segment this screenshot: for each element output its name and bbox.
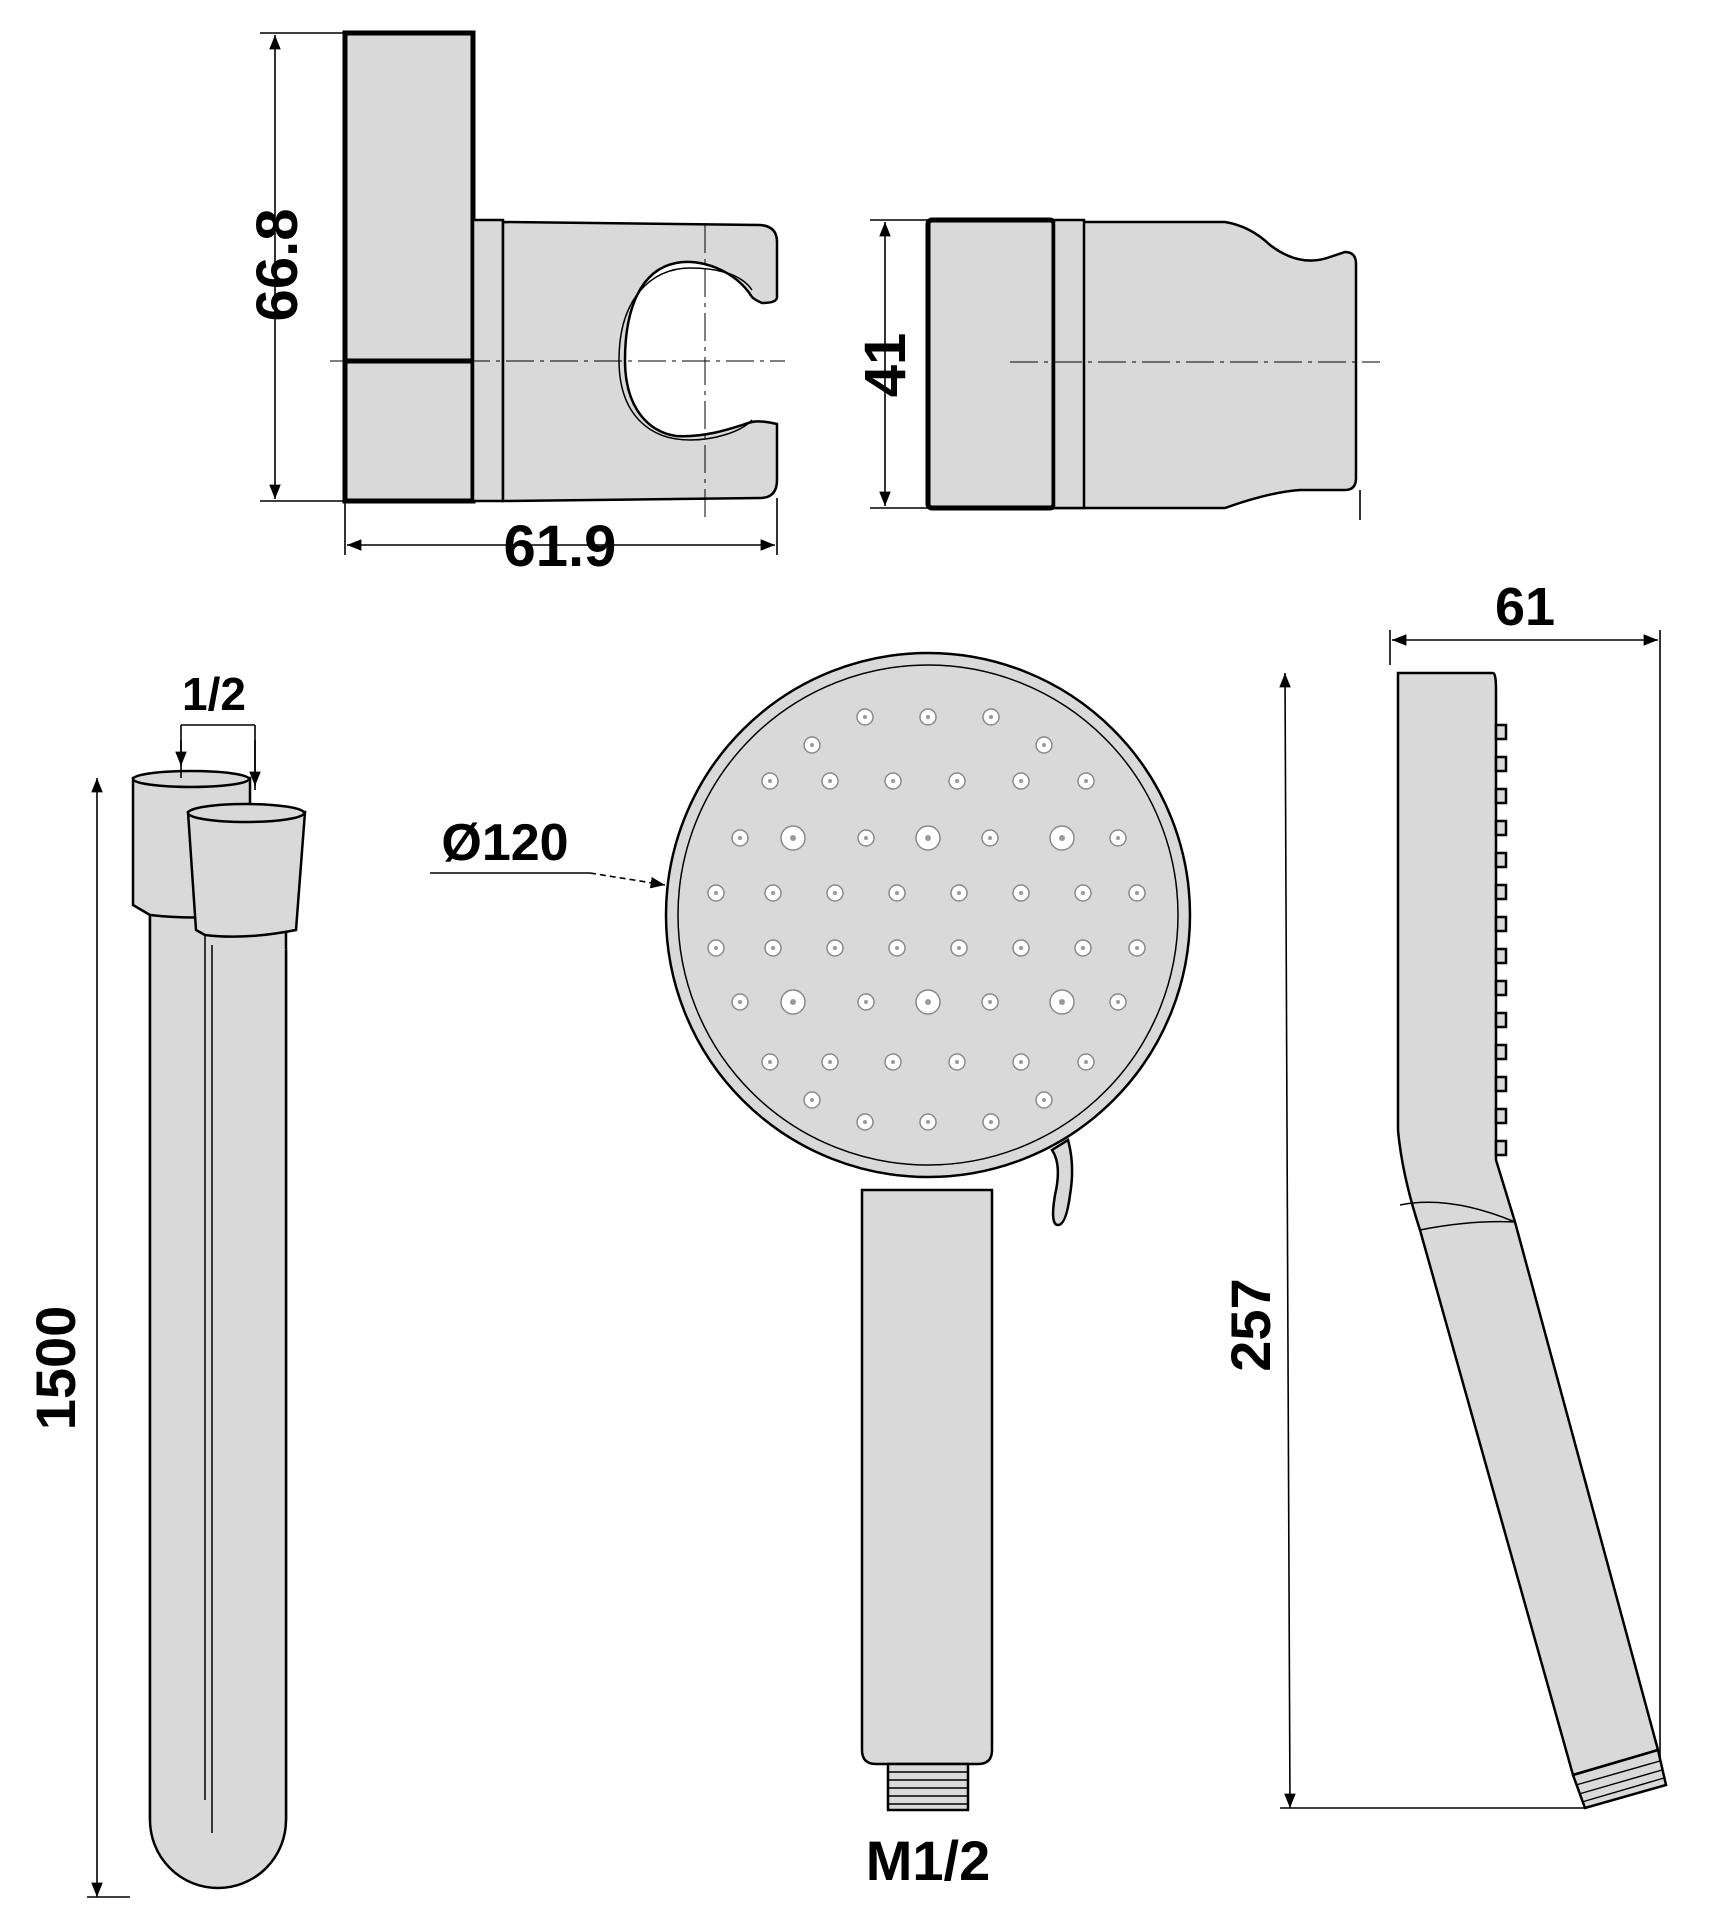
- hose-drawing: [131, 769, 307, 1890]
- nozzle-center: [1084, 779, 1088, 783]
- side-nozzle: [1494, 915, 1508, 933]
- nozzle-center: [768, 1060, 772, 1064]
- side-nozzle: [1494, 723, 1508, 741]
- nozzle-center: [810, 743, 814, 747]
- side-thread-lines: [1575, 1760, 1665, 1803]
- head-diameter-label: Ø120: [441, 814, 568, 872]
- shower-head-front-view: [664, 651, 1192, 1812]
- nozzle-center: [926, 1120, 930, 1124]
- nozzle-center: [1116, 836, 1120, 840]
- nozzle-center: [1042, 743, 1046, 747]
- nozzle-center: [1059, 999, 1065, 1005]
- side-nozzle: [1494, 947, 1508, 965]
- nozzle-center: [955, 1060, 959, 1064]
- nozzle-center: [926, 715, 930, 719]
- side-nozzle: [1494, 1075, 1508, 1093]
- side-nozzle: [1494, 979, 1508, 997]
- nozzle-center: [1042, 1098, 1046, 1102]
- nozzle-center: [863, 715, 867, 719]
- nozzle-center: [1135, 946, 1139, 950]
- nozzle-center: [957, 891, 961, 895]
- nozzle-center: [895, 946, 899, 950]
- holder-side-view: [925, 217, 1380, 511]
- nozzle-center: [989, 715, 993, 719]
- nozzle-center: [833, 946, 837, 950]
- nozzle-center: [771, 891, 775, 895]
- nozzle-center: [864, 836, 868, 840]
- spray-nozzles: [707, 708, 1146, 1131]
- nozzle-center: [1135, 891, 1139, 895]
- side-nozzle: [1494, 819, 1508, 837]
- nozzle-center: [714, 891, 718, 895]
- side-nozzle: [1494, 883, 1508, 901]
- nozzle-center: [891, 1060, 895, 1064]
- nozzle-center: [1019, 891, 1023, 895]
- head-thickness-label: 61: [1495, 577, 1555, 637]
- nozzle-center: [1019, 946, 1023, 950]
- nozzle-center: [988, 1000, 992, 1004]
- nozzle-center: [988, 836, 992, 840]
- nozzle-center: [925, 835, 931, 841]
- side-nozzle: [1494, 851, 1508, 869]
- nozzle-center: [1081, 891, 1085, 895]
- nozzle-center: [810, 1098, 814, 1102]
- side-nozzle: [1494, 1107, 1508, 1125]
- side-nozzles: [1494, 723, 1508, 1157]
- dimension-lines: [87, 32, 1661, 1898]
- nozzle-center: [1116, 1000, 1120, 1004]
- holder-depth-label: 41: [853, 333, 918, 398]
- handle-thread-lines: [888, 1771, 968, 1805]
- nozzle-center: [863, 1120, 867, 1124]
- nozzle-center: [1019, 1060, 1023, 1064]
- nozzle-center: [955, 779, 959, 783]
- holder-front-view: [330, 30, 785, 520]
- side-nozzle: [1494, 1043, 1508, 1061]
- handle-thread-label: M1/2: [866, 1829, 991, 1892]
- nozzle-center: [738, 1000, 742, 1004]
- dimension-labels: 66.8 61.9 41 1/2 1500 Ø120 M1/2 61 257: [24, 209, 1555, 1892]
- nozzle-center: [790, 835, 796, 841]
- holder-height-label: 66.8: [245, 209, 310, 322]
- nozzle-center: [828, 1060, 832, 1064]
- nozzle-center: [989, 1120, 993, 1124]
- nozzle-center: [1081, 946, 1085, 950]
- nozzle-center: [895, 891, 899, 895]
- side-nozzle: [1494, 787, 1508, 805]
- side-nozzle: [1494, 1139, 1508, 1157]
- nozzle-center: [1019, 779, 1023, 783]
- side-nozzle: [1494, 1011, 1508, 1029]
- nozzle-center: [828, 779, 832, 783]
- nozzle-center: [891, 779, 895, 783]
- nozzle-center: [738, 836, 742, 840]
- nozzle-center: [833, 891, 837, 895]
- shower-length-label: 257: [1219, 1278, 1282, 1371]
- nozzle-center: [864, 1000, 868, 1004]
- nozzle-center: [1084, 1060, 1088, 1064]
- nozzle-center: [925, 999, 931, 1005]
- hose-thread-label: 1/2: [182, 668, 246, 720]
- nozzle-center: [714, 946, 718, 950]
- nozzle-center: [790, 999, 796, 1005]
- hose-length-label: 1500: [24, 1306, 87, 1431]
- holder-width-label: 61.9: [504, 514, 617, 579]
- side-nozzle: [1494, 755, 1508, 773]
- shower-side-view: [1396, 671, 1668, 1810]
- nozzle-center: [1059, 835, 1065, 841]
- nozzle-center: [768, 779, 772, 783]
- nozzle-center: [771, 946, 775, 950]
- nozzle-center: [957, 946, 961, 950]
